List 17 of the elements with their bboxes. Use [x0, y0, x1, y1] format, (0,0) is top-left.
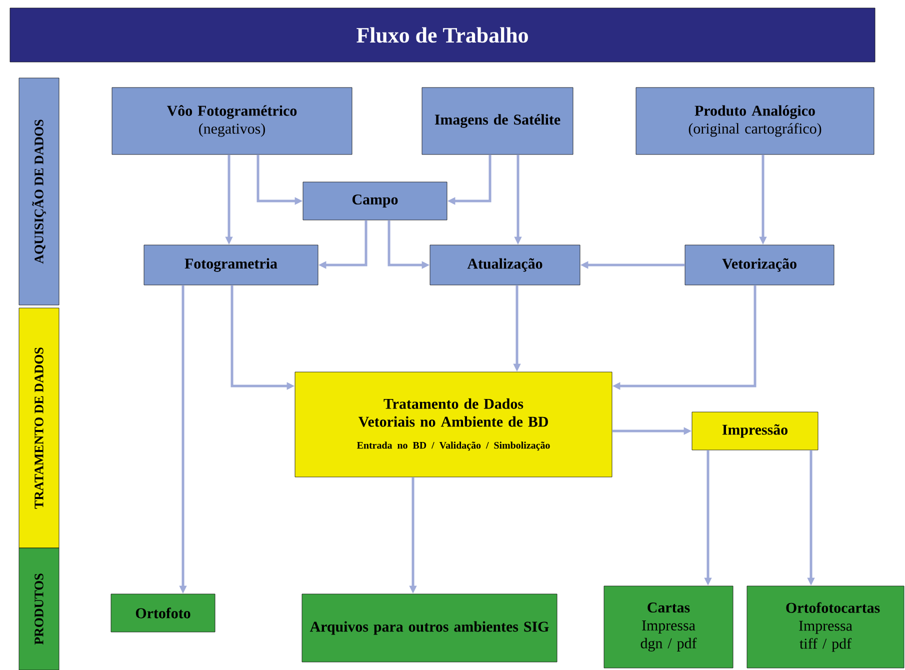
process-box: Ortofotocartas Impressa tiff / pdf [746, 586, 904, 668]
process-box: Arquivos para outros ambientes SIG [302, 594, 558, 662]
process-box: Atualização [430, 244, 580, 286]
process-box: Campo [302, 182, 448, 220]
process-box: Ortofoto [110, 594, 216, 632]
process-box: Imagens de Satélite [422, 87, 574, 155]
process-box: Vetorização [684, 244, 834, 286]
process-box: Fotogrametria [144, 244, 318, 286]
process-box: Produto Analógico (original cartográfico) [636, 87, 874, 155]
section-band: AQUISIÇÃO DE DADOS [18, 78, 60, 306]
process-box: Impressão [692, 412, 818, 450]
section-band: PRODUTOS [18, 548, 60, 670]
title-bar: Fluxo de Trabalho [10, 8, 876, 62]
process-box: Cartas Impressa dgn / pdf [604, 586, 734, 668]
process-box: Vôo Fotogramétrico (negativos) [112, 87, 352, 155]
process-box: Tratamento de Dados Vetoriais no Ambiente de BD Entrada no BD / Validação / Simbolização [294, 372, 612, 478]
section-band: TRATAMENTO DE DADOS [18, 308, 60, 548]
